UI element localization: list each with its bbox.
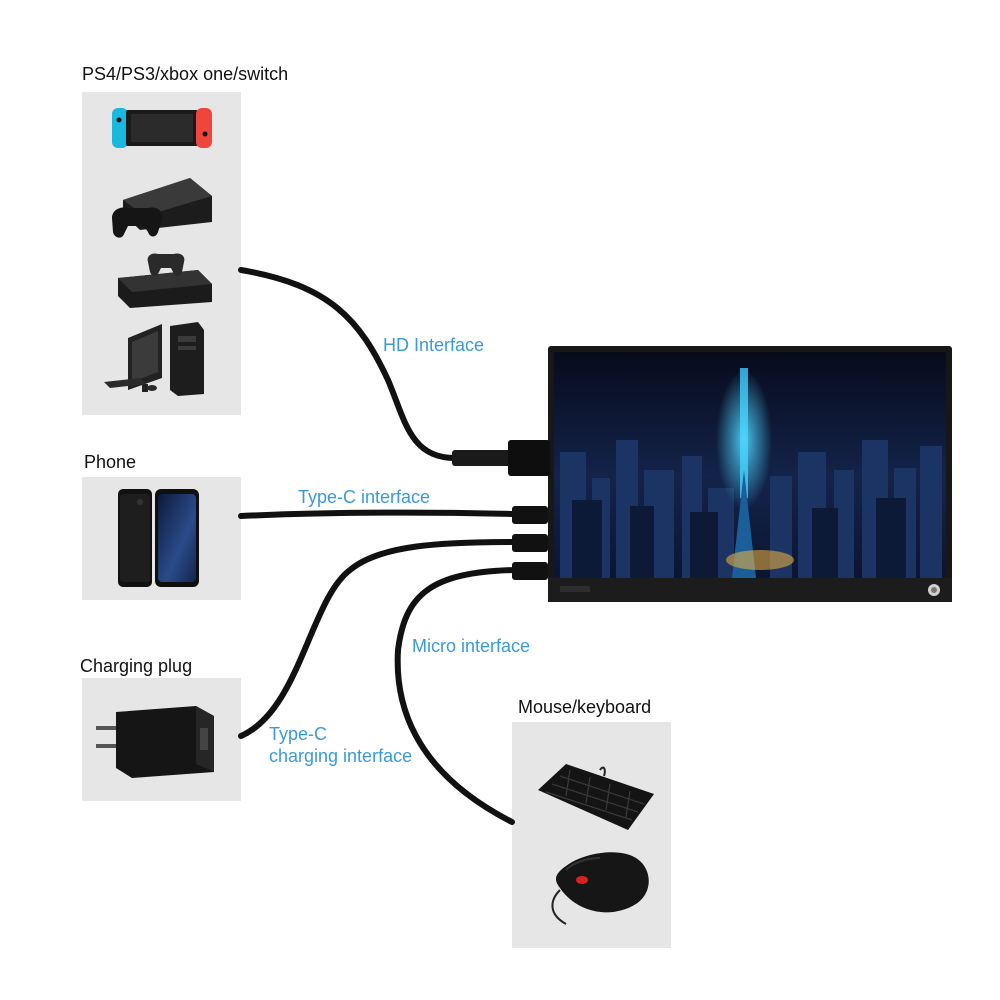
typec-charging-connector xyxy=(512,534,548,552)
typec-connector xyxy=(512,506,548,524)
mouse-icon xyxy=(551,852,649,925)
phone-group-title: Phone xyxy=(84,452,137,472)
micro-connector xyxy=(512,562,548,580)
smartphone-icon xyxy=(118,489,199,587)
typec-interface-label: Type-C interface xyxy=(298,487,431,507)
charger-group-title: Charging plug xyxy=(80,656,193,676)
peripherals-panel xyxy=(512,722,671,948)
hd-connector xyxy=(452,440,550,476)
ps3-console-icon xyxy=(112,178,212,238)
keyboard-icon xyxy=(538,764,654,830)
nintendo-switch-icon xyxy=(112,108,212,148)
peripherals-group-title: Mouse/keyboard xyxy=(518,697,652,717)
hd-cable xyxy=(238,267,458,461)
typec-charging-cable xyxy=(238,539,518,739)
portable-monitor-icon xyxy=(548,346,952,602)
micro-interface-label: Micro interface xyxy=(412,636,531,656)
desktop-pc-icon xyxy=(104,322,204,396)
consoles-group-title: PS4/PS3/xbox one/switch xyxy=(82,64,289,84)
typec-charging-label-line1: Type-C xyxy=(269,724,328,744)
typec-cable xyxy=(238,509,518,519)
xbox-one-console-icon xyxy=(118,253,212,308)
usb-wall-charger-icon xyxy=(96,706,214,778)
typec-charging-label-line2: charging interface xyxy=(269,746,413,766)
micro-cable xyxy=(394,567,518,825)
hd-interface-label: HD Interface xyxy=(383,335,485,355)
